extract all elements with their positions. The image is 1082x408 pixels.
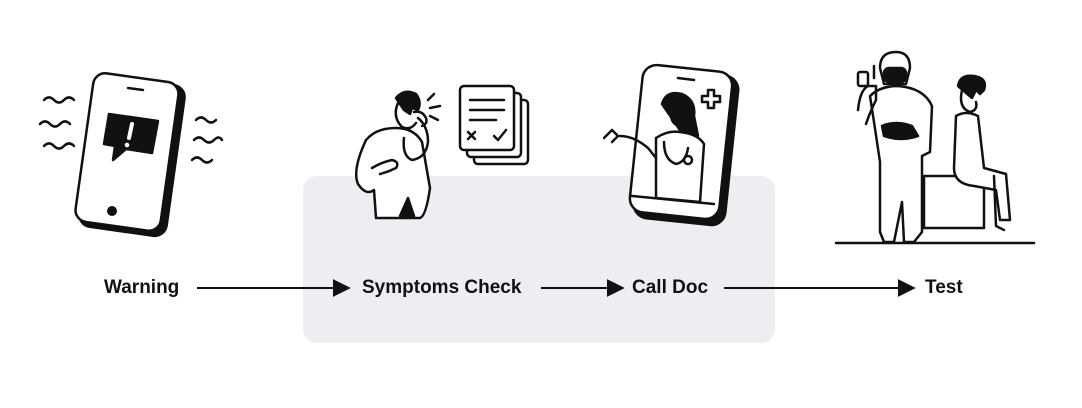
- hazmat-tester-patient-icon: [834, 50, 1036, 245]
- coughing-person-checklist-icon: [355, 84, 530, 220]
- step-label-call-doc: Call Doc: [632, 277, 709, 298]
- step-label-symptoms-check: Symptoms Check: [362, 277, 522, 298]
- vibrating-phone-alert-icon: [38, 72, 224, 238]
- step-label-test: Test: [925, 277, 963, 298]
- step-label-warning: Warning: [104, 277, 180, 298]
- doctor-video-call-icon: [602, 63, 740, 227]
